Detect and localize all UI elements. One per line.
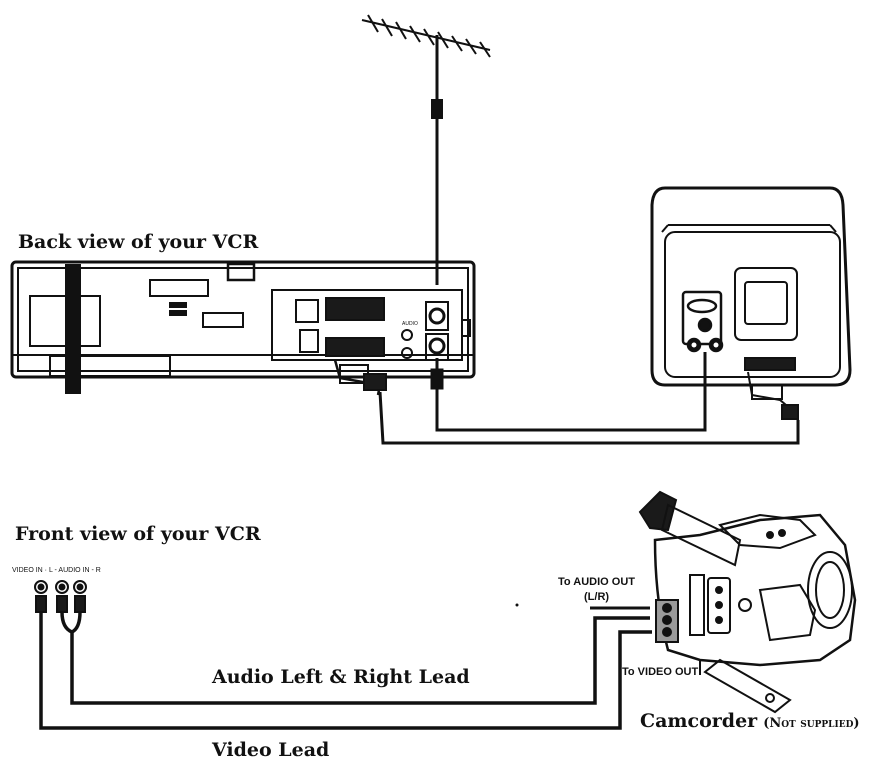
tv-back xyxy=(650,186,852,420)
vcr-tv-leads xyxy=(333,352,800,445)
camcorder-note: (Not supplied) xyxy=(763,716,859,731)
front-view-label: Front view of your VCR xyxy=(15,523,261,545)
antenna xyxy=(361,14,491,285)
svg-text:AUDIO: AUDIO xyxy=(402,321,418,327)
front-jacks-label: VIDEO IN · L - AUDIO IN - R xyxy=(12,567,101,574)
audio-out-label-line2: (L/R) xyxy=(584,591,609,603)
camcorder-name: Camcorder xyxy=(640,710,758,732)
audio-out-label-line1: To AUDIO OUT xyxy=(558,576,635,588)
video-out-label: To VIDEO OUT xyxy=(622,666,698,678)
camcorder-label: Camcorder (Not supplied) xyxy=(640,710,860,732)
front-jacks xyxy=(34,580,87,613)
audio-lead xyxy=(60,606,650,705)
vcr-back: AUDIO xyxy=(10,260,476,394)
video-lead xyxy=(39,612,652,730)
camcorder xyxy=(638,490,857,714)
audio-lead-label: Audio Left & Right Lead xyxy=(211,666,470,688)
back-view-label: Back view of your VCR xyxy=(18,231,259,253)
video-lead-label: Video Lead xyxy=(211,739,329,761)
stray-dot xyxy=(515,603,519,607)
